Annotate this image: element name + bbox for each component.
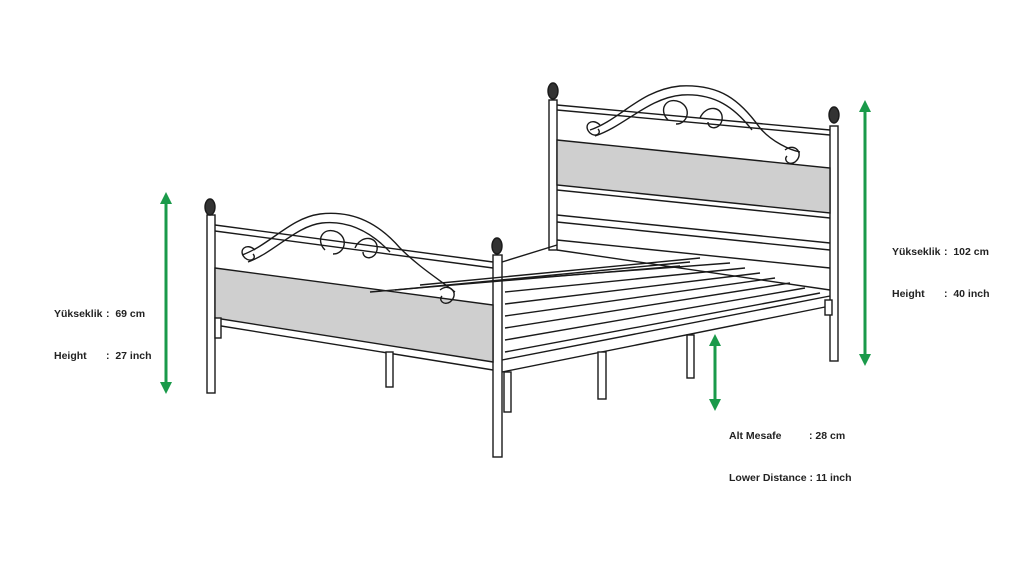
headboard <box>547 82 840 362</box>
footboard <box>204 198 503 458</box>
footboard-height-value-cm: : 69 cm <box>106 308 146 320</box>
bed-base <box>369 244 833 413</box>
headboard-height-label: Yükseklik: 102 cm Height : 40 inch <box>892 217 990 315</box>
finial <box>547 82 559 100</box>
lower-distance-value-inch: : 11 inch <box>806 472 852 484</box>
footboard-height-label: Yükseklik: 69 cm Height : 27 inch <box>54 279 152 377</box>
lower-distance-label: Alt Mesafe : 28 cm Lower Distance : 11 in… <box>729 401 852 499</box>
footboard-height-key-tr: Yükseklik <box>54 308 103 320</box>
headboard-panel <box>556 139 831 214</box>
bed-drawing <box>204 82 840 458</box>
footboard-panel <box>214 267 494 363</box>
lower-distance-key-en: Lower Distance <box>729 472 807 484</box>
lower-distance-value-cm: : 28 cm <box>809 430 846 442</box>
headboard-height-key-tr: Yükseklik <box>892 246 941 258</box>
finial <box>204 198 216 216</box>
footboard-height-value-inch: : 27 inch <box>106 350 152 362</box>
finial <box>491 237 503 255</box>
headboard-height-key-en: Height <box>892 288 925 300</box>
headboard-height-value-inch: : 40 inch <box>944 288 990 300</box>
lower-distance-key-tr: Alt Mesafe <box>729 430 782 442</box>
headboard-height-value-cm: : 102 cm <box>944 246 989 258</box>
footboard-height-key-en: Height <box>54 350 87 362</box>
finial <box>828 106 840 124</box>
